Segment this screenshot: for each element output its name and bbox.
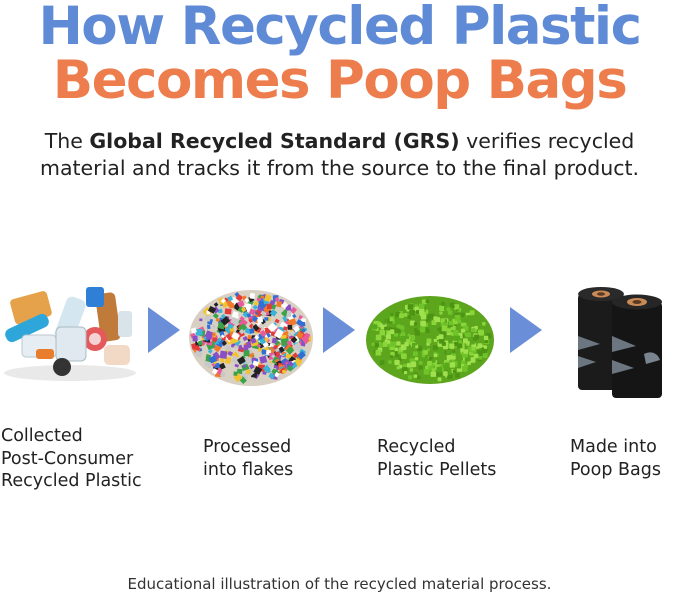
plastic-flakes-image (189, 290, 313, 386)
step-3-caption-line-2: Plastic Pellets (377, 459, 497, 480)
step-2-caption-line-1: Processed (203, 437, 292, 457)
plastic-waste-image (4, 287, 136, 381)
arrow-2-icon (323, 307, 355, 353)
subtitle-line-2: material and tracks it from the source t… (39, 156, 640, 180)
step-1-caption-line-3: Recycled Plastic (1, 471, 142, 491)
green-pellets-image (366, 296, 494, 384)
step-4-caption-line-2: Poop Bags (570, 459, 661, 480)
step-3-caption-line-1: Recycled (377, 437, 456, 457)
step-2-caption: Processed into flakes (203, 436, 293, 481)
footer-note: Educational illustration of the recycled… (127, 575, 552, 593)
subtitle-prefix: The (44, 129, 90, 153)
step-4-caption: Made into Poop Bags (570, 436, 661, 481)
step-4-caption-line-1: Made into (570, 437, 657, 457)
step-2-caption-line-2: into flakes (203, 459, 294, 480)
subtitle: The Global Recycled Standard (GRS) verif… (0, 128, 679, 182)
subtitle-bold: Global Recycled Standard (GRS) (89, 129, 460, 153)
step-1-caption-line-2: Post-Consumer (1, 448, 134, 469)
title-line-2: Becomes Poop Bags (52, 50, 628, 111)
title-line-1: How Recycled Plastic (38, 0, 642, 57)
poop-bag-rolls-image (578, 287, 662, 398)
subtitle-suffix: verifies recycled (459, 129, 635, 153)
step-1-caption-line-1: Collected (1, 426, 83, 446)
step-1-caption: Collected Post-Consumer Recycled Plastic (1, 425, 142, 493)
arrow-3-icon (510, 307, 542, 353)
step-3-caption: Recycled Plastic Pellets (377, 436, 496, 481)
arrow-1-icon (148, 307, 180, 353)
